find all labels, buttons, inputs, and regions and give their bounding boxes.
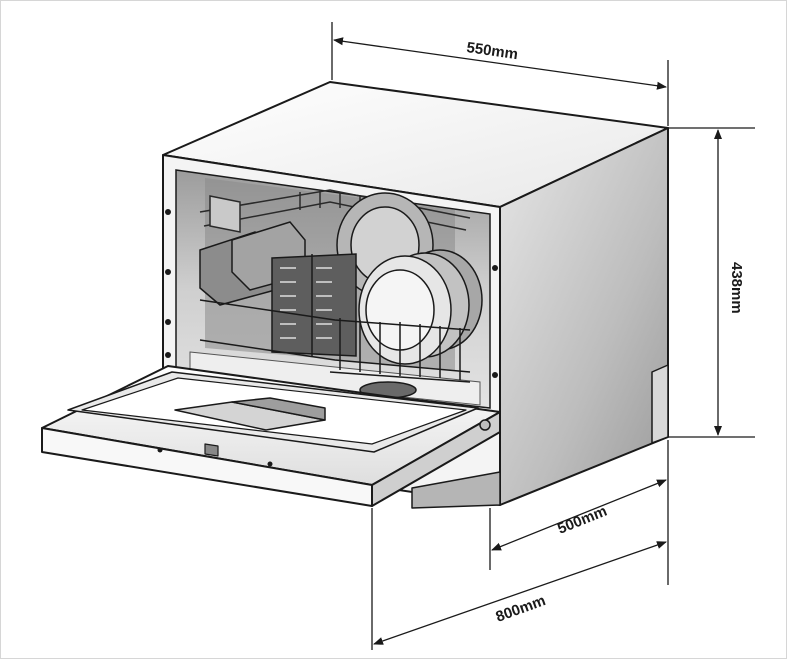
cutlery-basket bbox=[271, 253, 357, 357]
height-label: 438mm bbox=[728, 262, 745, 314]
open-depth-label: 800mm bbox=[494, 592, 548, 626]
upper-rack bbox=[199, 189, 471, 233]
open-door bbox=[41, 365, 501, 507]
open-depth-dimension-line bbox=[373, 541, 667, 645]
depth-label: 500mm bbox=[555, 503, 609, 538]
side-panel-notch bbox=[651, 364, 669, 444]
plates-front bbox=[358, 249, 483, 365]
depth-dimension-line bbox=[491, 479, 667, 551]
dimension-lines bbox=[331, 22, 755, 650]
frame-screws bbox=[165, 209, 498, 378]
lower-rack bbox=[199, 299, 471, 383]
width-dimension-line bbox=[333, 37, 667, 90]
